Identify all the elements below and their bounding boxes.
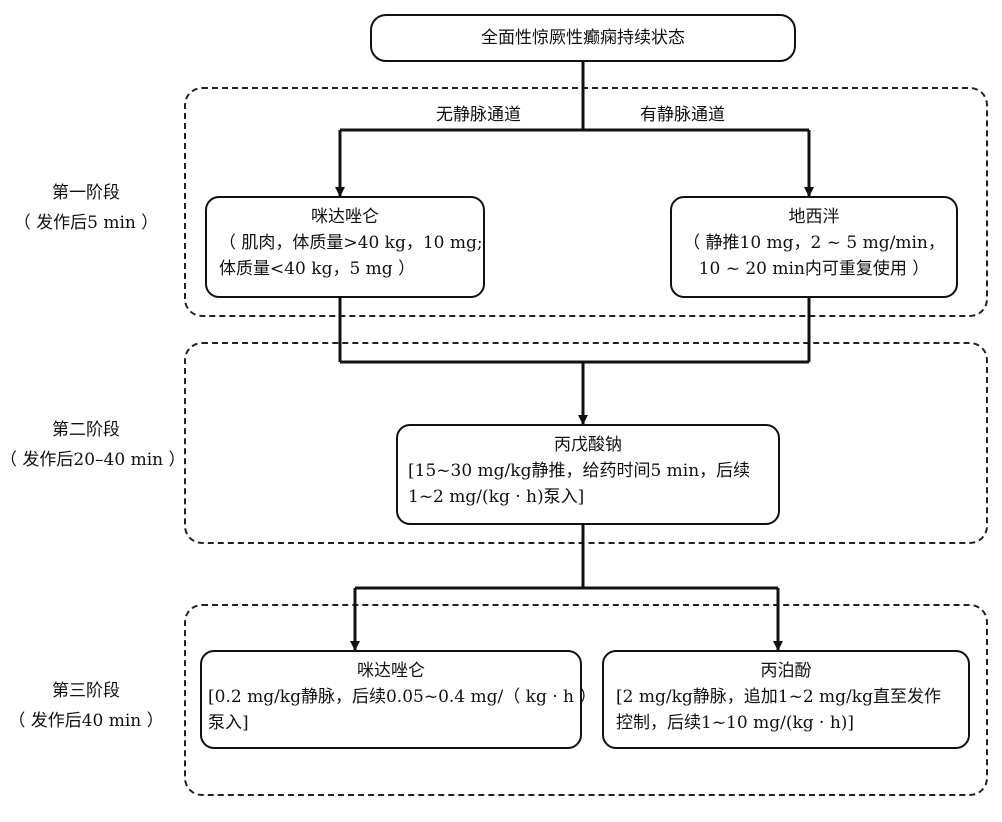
node-status-epilepticus: 全面性惊厥性癫痫持续状态 <box>370 14 796 62</box>
node-midazolam-iv: 咪达唑仑 [0.2 mg/kg静脉，后续0.05~0.4 mg/（ kg · h… <box>200 650 597 749</box>
stage1-label: 第一阶段 （ 发作后5 min ） <box>0 178 172 238</box>
stage3-name: 第三阶段 <box>52 681 120 701</box>
midazolam-iv-dose-1: [0.2 mg/kg静脉，后续0.05~0.4 mg/（ kg · h ） <box>208 687 597 707</box>
diazepam-dose-1: （ 静推10 mg，2 ~ 5 mg/min， <box>683 233 945 253</box>
valproate-dose-1: [15~30 mg/kg静推，给药时间5 min，后续 <box>408 461 751 481</box>
stage1-time: （ 发作后5 min ） <box>13 213 159 233</box>
stage3-label: 第三阶段 （ 发作后40 min ） <box>0 676 172 736</box>
stage2-name: 第二阶段 <box>52 420 120 440</box>
branch-iv-label: 有静脉通道 <box>640 105 725 125</box>
stage3-time: （ 发作后40 min ） <box>8 711 164 731</box>
node-midazolam-im: 咪达唑仑 （ 肌肉，体质量>40 kg，10 mg; 体质量<40 kg，5 m… <box>205 196 485 298</box>
node-valproate: 丙戊酸钠 [15~30 mg/kg静推，给药时间5 min，后续 1~2 mg/… <box>396 424 780 525</box>
midazolam-im-dose-1: （ 肌肉，体质量>40 kg，10 mg; <box>219 233 483 253</box>
valproate-title: 丙戊酸钠 <box>554 435 622 455</box>
stage3-region <box>184 604 988 796</box>
stage1-name: 第一阶段 <box>52 183 120 203</box>
valproate-dose-2: 1~2 mg/(kg · h)泵入] <box>408 487 585 507</box>
stage2-time: （ 发作后20–40 min ） <box>0 450 186 470</box>
midazolam-im-title: 咪达唑仑 <box>311 207 379 227</box>
midazolam-iv-dose-2: 泵入] <box>208 713 249 733</box>
stage2-region <box>184 342 988 544</box>
stage2-label: 第二阶段 （ 发作后20–40 min ） <box>0 415 186 475</box>
propofol-dose-2: 控制，后续1~10 mg/(kg · h)] <box>616 713 855 733</box>
midazolam-im-dose-2: 体质量<40 kg，5 mg ） <box>219 259 416 279</box>
node-status-epilepticus-title: 全面性惊厥性癫痫持续状态 <box>481 28 685 48</box>
diazepam-dose-2: 10 ~ 20 min内可重复使用 ） <box>698 259 930 279</box>
node-propofol: 丙泊酚 [2 mg/kg静脉，追加1~2 mg/kg直至发作 控制，后续1~10… <box>602 650 970 749</box>
branch-no-iv-label: 无静脉通道 <box>436 105 521 125</box>
midazolam-iv-title: 咪达唑仑 <box>357 661 425 681</box>
node-diazepam: 地西泮 （ 静推10 mg，2 ~ 5 mg/min， 10 ~ 20 min内… <box>670 196 958 298</box>
propofol-title: 丙泊酚 <box>760 661 812 681</box>
propofol-dose-1: [2 mg/kg静脉，追加1~2 mg/kg直至发作 <box>616 687 941 707</box>
diazepam-title: 地西泮 <box>788 207 840 227</box>
stage1-region <box>184 87 988 317</box>
